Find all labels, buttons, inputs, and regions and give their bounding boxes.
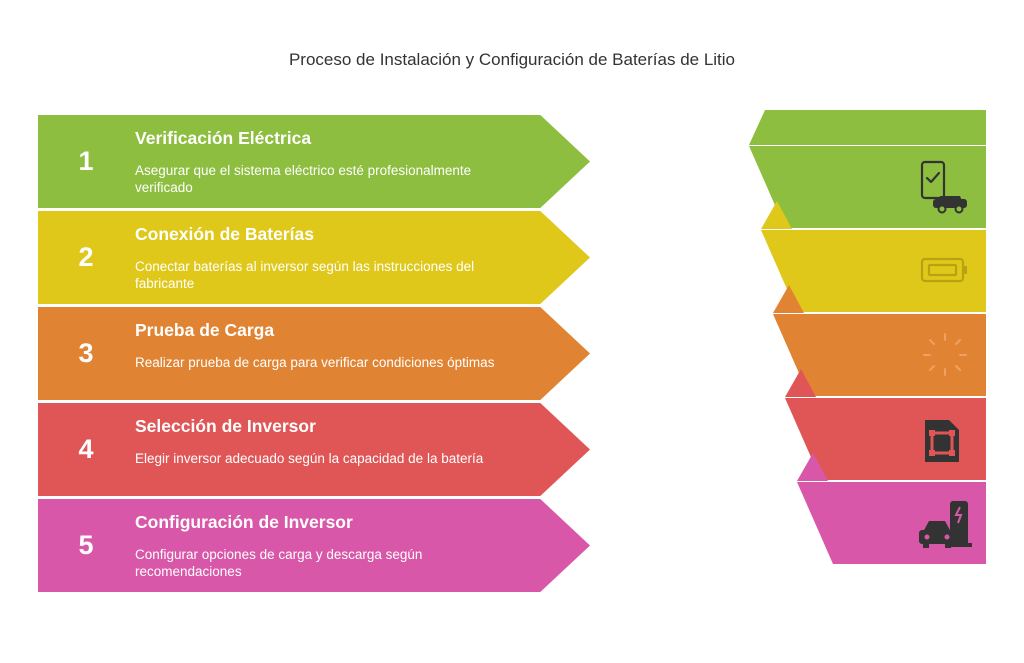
step-conexion-baterias: 2 Conexión de Baterías Conectar baterías… xyxy=(38,211,590,304)
step-heading: Verificación Eléctrica xyxy=(135,128,312,148)
stack-fold-3 xyxy=(785,369,816,397)
step-description: Realizar prueba de carga para verificar … xyxy=(135,355,495,370)
step-seleccion-inversor: 4 Selección de Inversor Elegir inversor … xyxy=(38,403,590,496)
stack-layer-1 xyxy=(749,146,986,228)
step-description: Asegurar que el sistema eléctrico esté p… xyxy=(135,163,472,195)
step-number: 3 xyxy=(78,338,94,368)
step-heading: Configuración de Inversor xyxy=(135,512,353,532)
step-description: Conectar baterías al inversor según las … xyxy=(135,259,475,291)
step-number: 2 xyxy=(78,242,94,272)
stack-layer-3 xyxy=(773,314,986,396)
chip-card-icon xyxy=(925,420,959,462)
loading-spinner-icon xyxy=(923,333,967,376)
stack-top-sliver xyxy=(749,110,986,145)
step-configuracion-inversor: 5 Configuración de Inversor Configurar o… xyxy=(38,499,590,592)
step-heading: Selección de Inversor xyxy=(135,416,316,436)
step-heading: Prueba de Carga xyxy=(135,320,275,340)
phone-check-car-icon xyxy=(920,160,967,214)
stack-fold-1 xyxy=(761,201,792,229)
step-prueba-carga: 3 Prueba de Carga Realizar prueba de car… xyxy=(38,307,590,400)
step-description: Configurar opciones de carga y descarga … xyxy=(135,547,423,579)
step-number: 5 xyxy=(78,530,94,560)
step-number: 1 xyxy=(78,146,94,176)
car-charging-station-icon xyxy=(919,501,972,548)
step-description: Elegir inversor adecuado según la capaci… xyxy=(135,451,484,466)
stack-fold-4 xyxy=(797,453,828,481)
page-title: Proceso de Instalación y Configuración d… xyxy=(288,50,736,69)
step-heading: Conexión de Baterías xyxy=(135,224,314,244)
stack-layer-2 xyxy=(761,230,986,312)
battery-icon xyxy=(920,257,967,283)
stack-fold-2 xyxy=(773,285,804,313)
step-verificacion-electrica: 1 Verificación Eléctrica Asegurar que el… xyxy=(38,115,590,208)
step-number: 4 xyxy=(78,434,94,464)
